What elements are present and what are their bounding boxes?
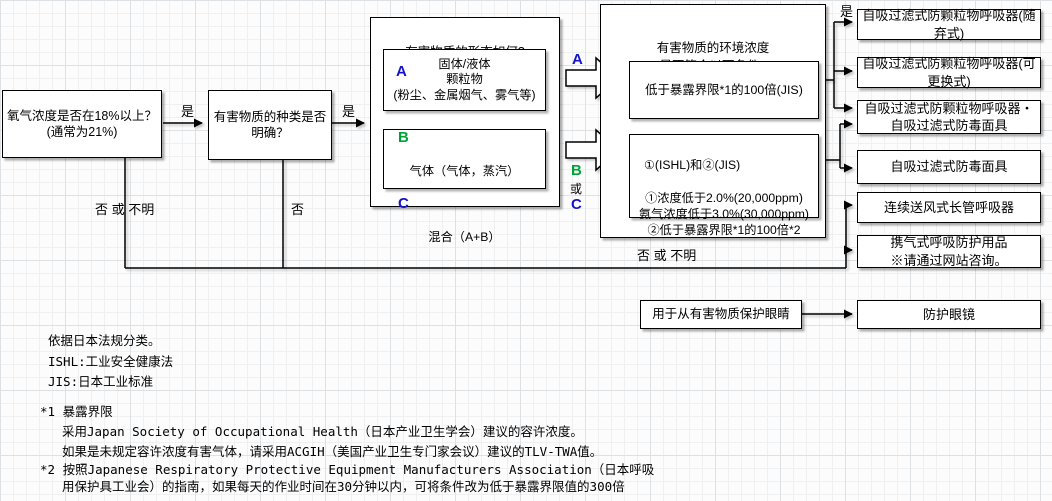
option-b-row: B 气体（气体，蒸汽） [384,129,545,196]
path-or-label: 或 [570,182,583,196]
eye-protection-box: 用于从有害物质保护眼睛 [640,300,802,329]
path-a-label: A [572,51,583,68]
result-box-protective-glasses: 防护眼镜 [857,300,1041,329]
condition-bc-box: ①(ISHL)和②(JIS) ①浓度低于2.0%(20,000ppm) 氨气浓度… [629,134,819,237]
legend-jis: JIS:日本工业标准 [48,374,154,389]
result-box-gas-mask: 自吸过滤式防毒面具 [857,150,1041,184]
option-c-row: C 混合（A+B） [384,194,545,262]
result-box-supplied-air-hose-respirator: 连续送风式长管呼吸器 [857,192,1041,223]
form-question-box: 有害物质的形态如何? A 固体/液体 颗粒物 (粉尘、金属烟气、雾气等) B 气… [370,17,560,244]
option-c-key: C [398,194,409,212]
yes-label-2: 是 [342,104,356,119]
option-a-text: 固体/液体 颗粒物 (粉尘、金属烟气、雾气等) [393,56,536,102]
result-box-particulate-respirator-or-gas-mask: 自吸过滤式防颗粒物呼吸器・ 自吸过滤式防毒面具 [857,100,1041,134]
option-c-text: 混合（A+B） [428,229,501,244]
footnote-1-line-2: 如果是未规定容许浓度有害气体，请采用ACGIH（美国产业卫生专门家会议）建议的T… [62,444,603,459]
option-b-key: B [398,129,409,146]
condition-bc-lines: ①浓度低于2.0%(20,000ppm) 氨气浓度低于3.0%(30,000pp… [638,191,809,237]
legend-classification-note: 依据日本法规分类。 [48,333,161,348]
legend-ishl: ISHL:工业安全健康法 [48,354,174,369]
footnote-2-line-2: 用保护具工业会）的指南，如果每天的作业时间在30分钟以内，可将条件改为低于暴露界… [62,479,625,494]
yes-label-3: 是 [840,4,854,19]
yes-label-1: 是 [181,104,195,119]
option-b-text: 气体（气体，蒸汽） [409,164,520,178]
no-or-unknown-label-left: 否 或 不明 [95,202,155,217]
condition-a-box: 低于暴露界限*1的100倍(JIS) [629,61,819,119]
oxygen-question-box: 氧气浓度是否在18%以上？ (通常为21%) [2,90,162,158]
footnote-2-line-1: *2 按照Japanese Respiratory Protective Equ… [40,462,655,477]
option-a-key: A [396,63,407,80]
result-box-self-contained-breathing-apparatus: 携气式呼吸防护用品 ※请通过网站咨询。 [857,235,1041,268]
no-or-unknown-label-bottom: 否 或 不明 [637,248,697,263]
option-bc-box: B 气体（气体，蒸汽） C 混合（A+B） [383,129,546,244]
footnote-1-line-1: 采用Japan Society of Occupational Health（日… [62,424,583,439]
path-b-label: B [571,162,582,179]
condition-bc-head: ①(ISHL)和②(JIS) [644,158,741,173]
no-label: 否 [291,202,305,217]
path-c-label: C [571,196,582,213]
option-a-box: A 固体/液体 颗粒物 (粉尘、金属烟气、雾气等) [383,49,546,111]
result-box-replaceable-particulate-respirator: 自吸过滤式防颗粒物呼吸器(可 更换式) [857,56,1041,89]
env-question-box: 有害物质的环境浓度 是否符合以下条件? 低于暴露界限*1的100倍(JIS) ①… [600,4,826,238]
result-box-disposable-particulate-respirator: 自吸过滤式防颗粒物呼吸器(随 弃式) [857,8,1041,41]
footnote-1-title: *1 暴露界限 [40,404,113,419]
type-question-box: 有害物质的种类是否 明确？ [208,90,332,160]
